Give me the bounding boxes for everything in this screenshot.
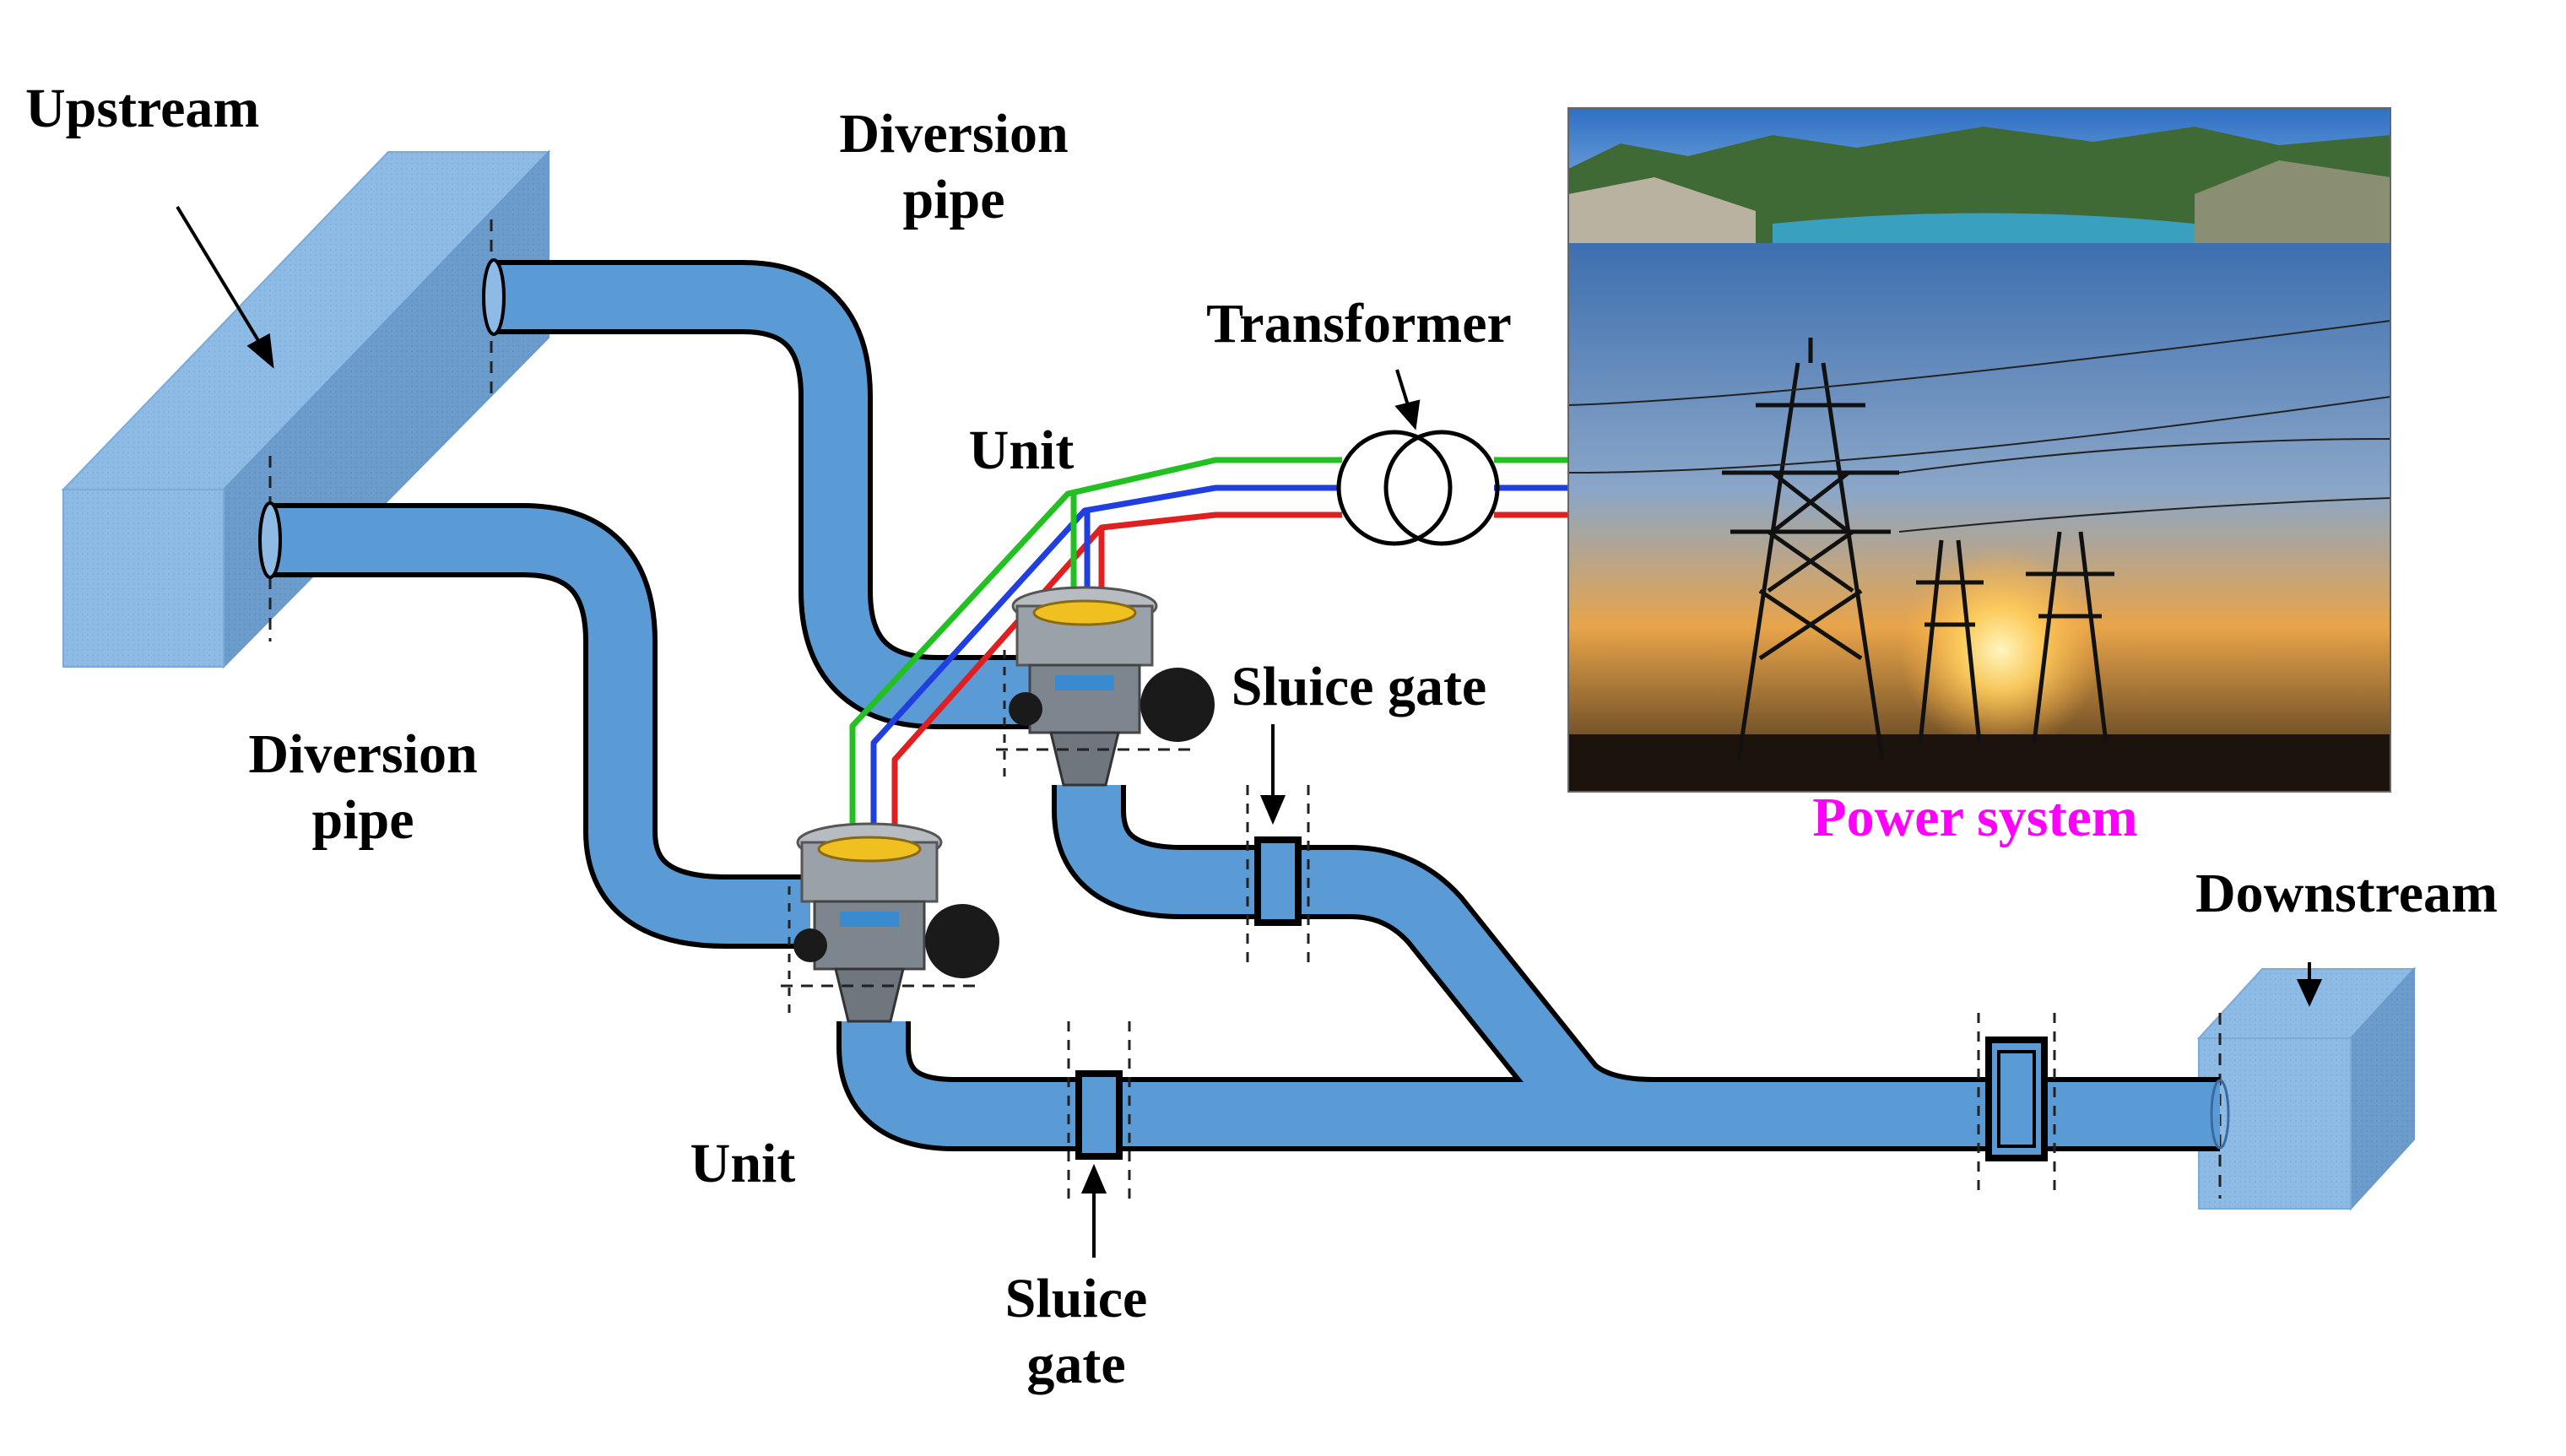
label-diversion-pipe-top: Diversion pipe xyxy=(839,103,1069,230)
pipe-inlet-top xyxy=(482,258,506,336)
transformer-symbol xyxy=(1336,430,1500,546)
label-transformer: Transformer xyxy=(1206,293,1512,355)
pipe-network xyxy=(270,260,2220,1151)
label-sluice-gate-bottom: Sluice gate xyxy=(1004,1268,1148,1395)
label-downstream: Downstream xyxy=(2195,863,2498,924)
label-upstream: Upstream xyxy=(25,78,260,139)
turbine-unit-upper xyxy=(996,586,1215,787)
pointer-arrows xyxy=(176,205,2323,1258)
label-sluice-gate-right: Sluice gate xyxy=(1231,656,1487,717)
power-system-photo-frame xyxy=(1567,107,2391,793)
label-unit-bottom: Unit xyxy=(690,1133,796,1194)
upstream-reservoir xyxy=(61,149,551,669)
pipe-inlet-bottom xyxy=(258,501,282,579)
sluice-gate-upper-marker xyxy=(1246,785,1310,962)
label-diversion-pipe-left: Diversion pipe xyxy=(248,723,478,851)
downstream-reservoir xyxy=(2196,966,2417,1211)
power-grid-photo xyxy=(1567,243,2391,792)
label-power-system: Power system xyxy=(1812,787,2138,848)
sluice-gate-downstream-marker xyxy=(1977,1013,2056,1190)
transmission-lines xyxy=(849,457,1570,831)
turbine-unit-lower xyxy=(781,822,999,1023)
sluice-gate-lower-marker xyxy=(1067,1021,1131,1199)
pipe-outlet xyxy=(2210,1079,2230,1150)
label-unit-top: Unit xyxy=(968,419,1075,481)
dam-photo xyxy=(1568,108,2390,243)
